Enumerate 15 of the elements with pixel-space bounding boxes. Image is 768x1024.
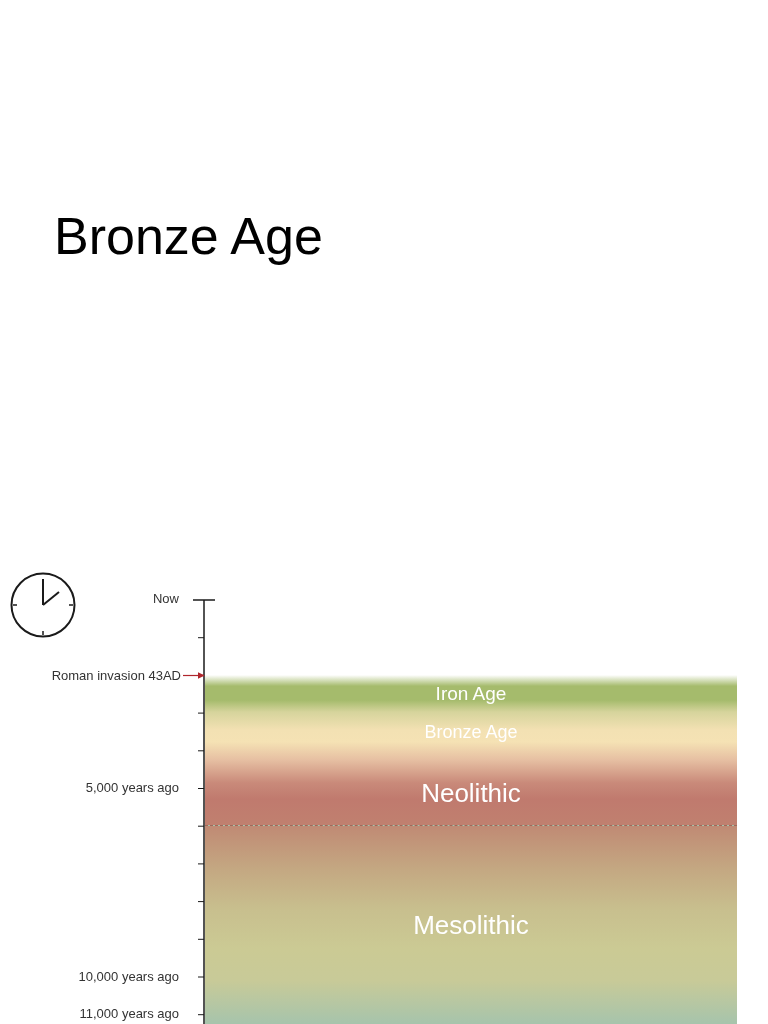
period-label: Bronze Age bbox=[424, 721, 518, 743]
period-band bbox=[205, 675, 737, 712]
time-label: 5,000 years ago bbox=[85, 779, 179, 797]
page-title: Bronze Age bbox=[54, 206, 323, 267]
period-label: Mesolithic bbox=[413, 910, 529, 940]
period-band bbox=[205, 760, 737, 825]
arrow bbox=[182, 671, 205, 680]
time-label: 10,000 years ago bbox=[78, 968, 179, 986]
period-label: Neolithic bbox=[421, 777, 521, 808]
event-label: Roman invasion 43AD bbox=[51, 666, 181, 685]
time-label: Now bbox=[153, 590, 179, 608]
period-band bbox=[205, 712, 737, 760]
time-label: 11,000 years ago bbox=[79, 1005, 179, 1023]
period-band bbox=[205, 825, 737, 1024]
period-label: Iron Age bbox=[435, 682, 507, 705]
